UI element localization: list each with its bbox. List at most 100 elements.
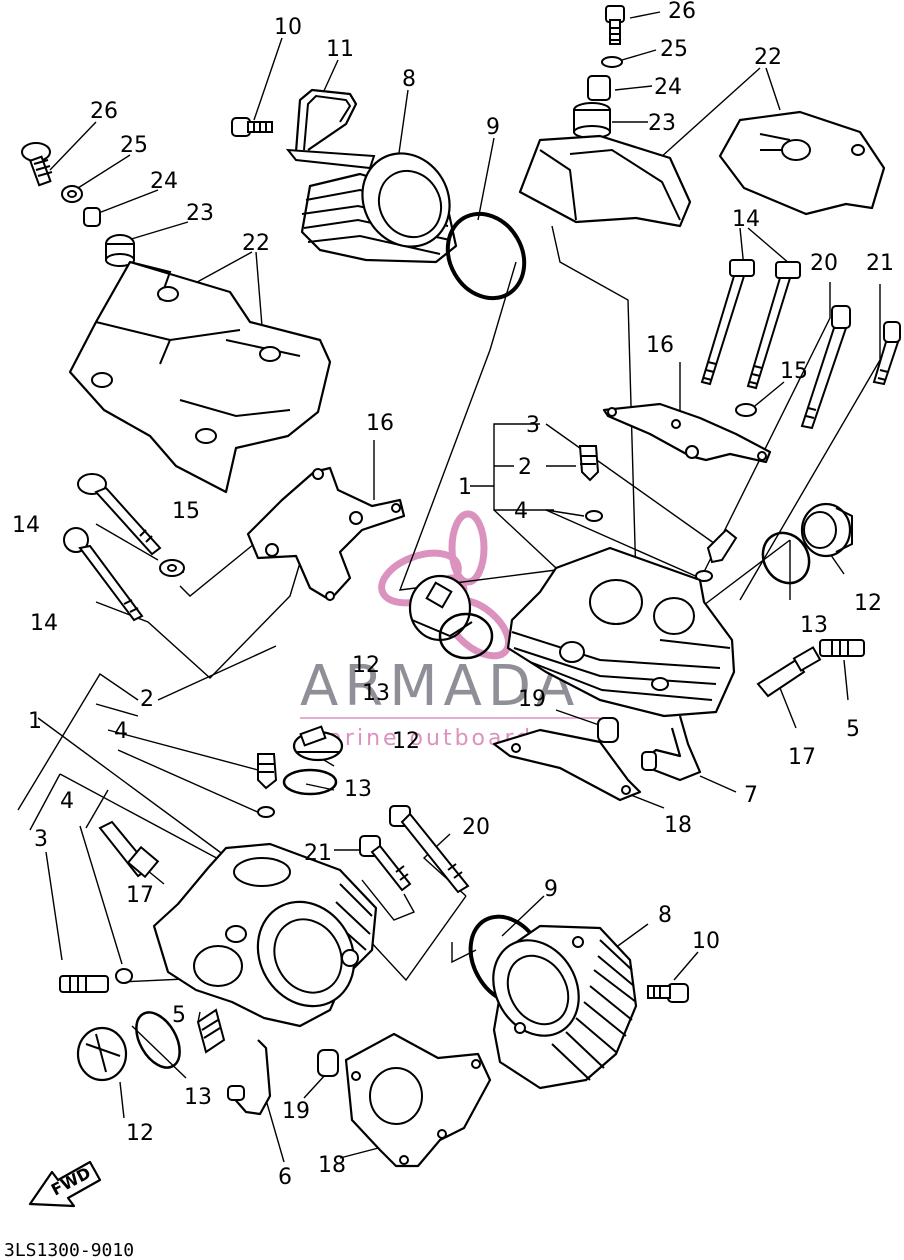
circlip-4-front-a[interactable] xyxy=(585,510,603,522)
callout-11: 11 xyxy=(326,37,354,62)
cylinder-8-front[interactable] xyxy=(476,924,638,1090)
callout-3-front: 3 xyxy=(526,413,540,438)
gasket-ring-9-rear[interactable] xyxy=(433,200,539,312)
bolt-10-front[interactable] xyxy=(647,983,689,1003)
cylinder-head-1-rear[interactable] xyxy=(152,842,378,1028)
callout-1-rear: 1 xyxy=(28,709,42,734)
callout-17-rear: 17 xyxy=(126,883,154,908)
callout-14-rear-b: 14 xyxy=(30,611,58,636)
callout-3-rear: 3 xyxy=(34,827,48,852)
stud-5-front[interactable] xyxy=(819,639,865,657)
callout-18-front: 18 xyxy=(664,813,692,838)
ring-13-front[interactable] xyxy=(754,524,818,591)
head-cover-22-rear[interactable] xyxy=(68,260,332,494)
stud-5-rear[interactable] xyxy=(196,1008,226,1054)
bolt-21-front[interactable] xyxy=(872,321,901,386)
callout-8-rear: 8 xyxy=(402,67,416,92)
plug-12-front-right[interactable] xyxy=(800,502,853,558)
spark-plug-17-front[interactable] xyxy=(756,646,822,698)
washer-15-front[interactable] xyxy=(735,403,757,417)
ring-13-rear-bottom[interactable] xyxy=(127,1005,188,1075)
callout-15-rear: 15 xyxy=(172,499,200,524)
callout-16-rear: 16 xyxy=(366,411,394,436)
cylinder-head-1-front[interactable] xyxy=(506,546,736,718)
bolt-26-rear[interactable] xyxy=(21,142,53,187)
callout-12-front-left: 12 xyxy=(352,653,380,678)
watermark-brand: ARMADA xyxy=(300,654,580,719)
dowel-19-rear[interactable] xyxy=(317,1049,339,1077)
bolt-21-rear[interactable] xyxy=(359,835,412,892)
callout-20-front: 20 xyxy=(810,251,838,276)
plug-12-rear-bottom[interactable] xyxy=(76,1026,128,1082)
callout-15-front: 15 xyxy=(780,359,808,384)
bolt-20-front[interactable] xyxy=(800,305,851,430)
bolt-14-front-a[interactable] xyxy=(700,259,755,386)
washer-25-rear[interactable] xyxy=(61,185,83,203)
washer-25-front[interactable] xyxy=(601,56,623,68)
spark-plug-17-rear[interactable] xyxy=(98,820,160,879)
cylinder-8-rear[interactable] xyxy=(300,137,466,264)
callout-22-rear: 22 xyxy=(242,231,270,256)
callout-21-front: 21 xyxy=(866,251,894,276)
pipe-11[interactable] xyxy=(285,88,376,170)
callout-9-rear: 9 xyxy=(486,115,500,140)
grommet-23-rear[interactable] xyxy=(105,234,135,267)
bolt-14-front-b[interactable] xyxy=(746,261,801,390)
gasket-18-front[interactable] xyxy=(492,728,642,802)
callout-26-rear: 26 xyxy=(90,99,118,124)
circlip-4-front-b[interactable] xyxy=(695,570,713,582)
callout-26-front: 26 xyxy=(668,0,696,24)
callout-19-front: 19 xyxy=(518,687,546,712)
bolt-14-rear-a[interactable] xyxy=(77,473,162,556)
callout-5-front: 5 xyxy=(846,717,860,742)
dowel-19-front[interactable] xyxy=(597,717,619,743)
callout-5-rear: 5 xyxy=(172,1003,186,1028)
bolt-20-rear[interactable] xyxy=(389,805,470,894)
callout-16-front: 16 xyxy=(646,333,674,358)
valve-guide-3-front[interactable] xyxy=(706,528,738,564)
callout-13-front-right: 13 xyxy=(800,613,828,638)
circlip-4-rear-a[interactable] xyxy=(257,806,275,818)
fwd-arrow-icon: FWD xyxy=(28,1160,102,1208)
collar-24-rear[interactable] xyxy=(83,207,101,227)
bracket-16-front[interactable] xyxy=(602,402,772,464)
gasket-18-rear[interactable] xyxy=(344,1032,492,1168)
plug-12-rear-top[interactable] xyxy=(292,725,344,762)
valve-guide-2-rear[interactable] xyxy=(257,753,278,790)
callout-12-rear-top: 12 xyxy=(392,729,420,754)
grommet-23-front[interactable] xyxy=(573,102,611,139)
diagram-code: 3LS1300-9010 xyxy=(4,1240,134,1260)
washer-15-rear[interactable] xyxy=(159,559,185,577)
bolt-10-rear[interactable] xyxy=(231,117,273,137)
callout-18-rear: 18 xyxy=(318,1153,346,1178)
head-cover-22-front-b[interactable] xyxy=(718,110,886,216)
callout-12-rear-bottom: 12 xyxy=(126,1121,154,1146)
callout-6: 6 xyxy=(278,1165,292,1190)
bracket-16-rear[interactable] xyxy=(246,466,406,602)
bolt-26-front[interactable] xyxy=(605,5,625,45)
callout-9-front: 9 xyxy=(544,877,558,902)
head-cover-22-front-a[interactable] xyxy=(518,134,692,228)
pipe-7[interactable] xyxy=(641,715,702,782)
callout-19-rear: 19 xyxy=(282,1099,310,1124)
ring-13-rear-top[interactable] xyxy=(282,768,338,796)
callout-14-front: 14 xyxy=(732,207,760,232)
callout-22-front: 22 xyxy=(754,45,782,70)
callout-12-front-right: 12 xyxy=(854,591,882,616)
collar-24-front[interactable] xyxy=(587,75,611,101)
circlip-4-rear-b[interactable] xyxy=(115,968,133,984)
bolt-14-rear-b[interactable] xyxy=(63,527,144,622)
callout-numbers: 26 25 24 23 22 10 11 8 9 26 25 24 23 22 … xyxy=(12,0,894,1190)
callout-1-front: 1 xyxy=(458,475,472,500)
callout-20-rear: 20 xyxy=(462,815,490,840)
callout-14-rear-a: 14 xyxy=(12,513,40,538)
pipe-6[interactable] xyxy=(227,1039,272,1116)
valve-guide-2-front[interactable] xyxy=(578,445,600,482)
callout-10-front: 10 xyxy=(692,929,720,954)
callout-24-rear: 24 xyxy=(150,169,178,194)
callout-13-rear-bottom: 13 xyxy=(184,1085,212,1110)
stud-3-rear[interactable] xyxy=(59,975,109,993)
callout-13-front-left: 13 xyxy=(362,681,390,706)
ring-13-front-left[interactable] xyxy=(438,612,494,660)
